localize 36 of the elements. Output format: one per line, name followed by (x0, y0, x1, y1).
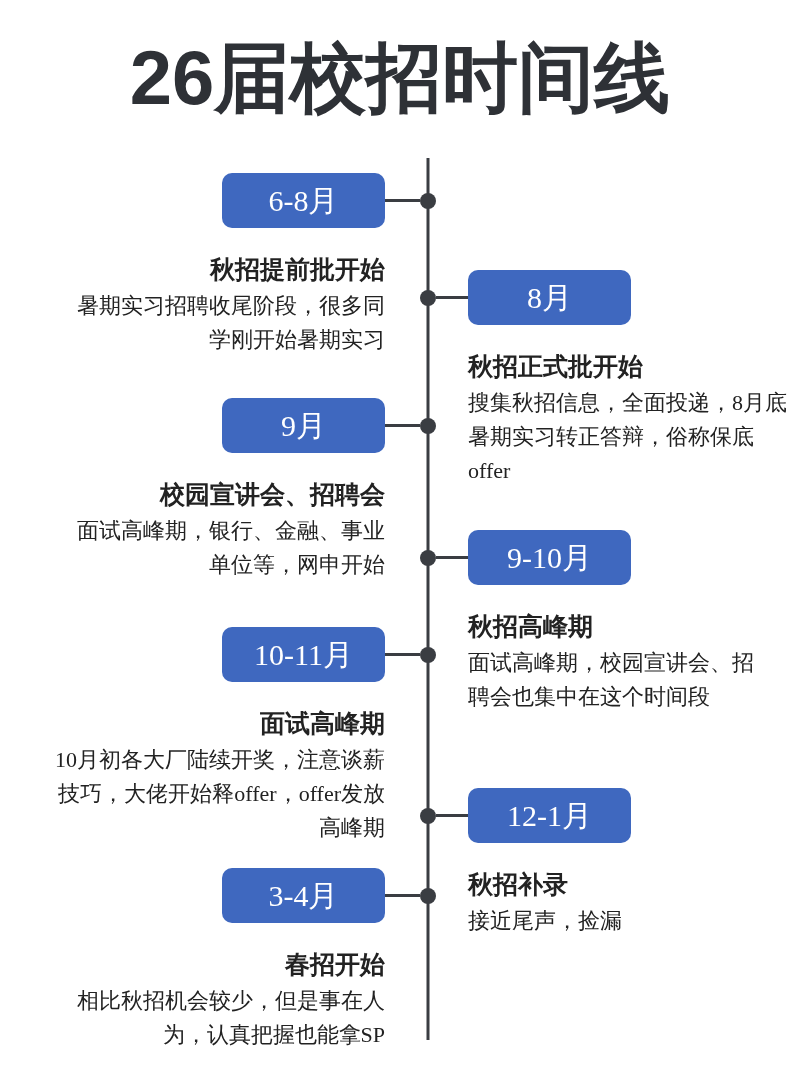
milestone-description: 面试高峰期，银行、金融、事业单位等，网申开始 (76, 517, 385, 579)
milestone-heading: 秋招高峰期 (468, 612, 594, 642)
milestone-description: 搜集秋招信息，全面投递，8月底暑期实习转正答辩，俗称保底offer (468, 389, 788, 485)
month-box: 10-11月 (222, 627, 385, 682)
month-box: 9-10月 (468, 530, 631, 585)
milestone-heading: 校园宣讲会、招聘会 (158, 480, 385, 510)
milestone-heading: 秋招补录 (468, 870, 569, 900)
month-box: 3-4月 (222, 868, 385, 923)
milestone-heading: 秋招正式批开始 (468, 352, 644, 382)
connector-line (385, 424, 420, 427)
month-box: 6-8月 (222, 173, 385, 228)
timeline-dot (420, 646, 436, 663)
connector-line (385, 653, 420, 656)
connector-line (436, 556, 468, 559)
milestone-heading: 春招开始 (284, 950, 385, 980)
timeline-dot (420, 807, 436, 824)
milestone-description: 暑期实习招聘收尾阶段，很多同学刚开始暑期实习 (76, 292, 385, 354)
month-box: 8月 (468, 270, 631, 325)
timeline-dot (420, 887, 436, 904)
timeline-dot (420, 417, 436, 434)
month-box: 12-1月 (468, 788, 631, 843)
milestone-description: 面试高峰期，校园宣讲会、招聘会也集中在这个时间段 (468, 649, 755, 711)
connector-line (436, 814, 468, 817)
month-box: 9月 (222, 398, 385, 453)
milestone-description: 10月初各大厂陆续开奖，注意谈薪技巧，大佬开始释offer，offer发放高峰期 (55, 746, 385, 842)
milestone-heading: 面试高峰期 (259, 709, 385, 739)
milestone-description: 相比秋招机会较少，但是事在人为，认真把握也能拿SP (76, 987, 385, 1049)
timeline-dot (420, 549, 436, 566)
milestone-description: 接近尾声，捡漏 (468, 907, 623, 935)
connector-line (436, 296, 468, 299)
connector-line (385, 199, 420, 202)
title: 26届校招时间线 (128, 34, 672, 122)
connector-line (385, 894, 420, 897)
timeline-dot (420, 289, 436, 306)
milestone-heading: 秋招提前批开始 (208, 255, 385, 285)
timeline-dot (420, 192, 436, 209)
